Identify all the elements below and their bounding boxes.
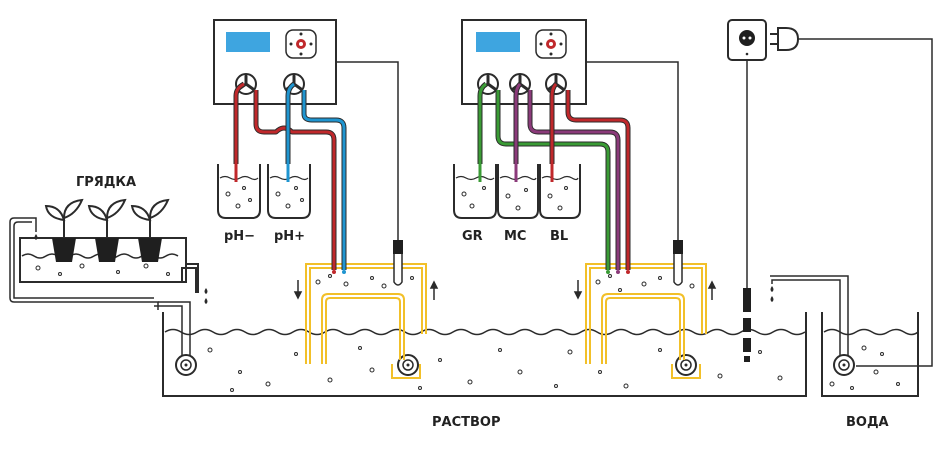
mixing-chamber-2 bbox=[585, 263, 707, 379]
ph-controller-screen bbox=[226, 32, 270, 52]
ph-controller bbox=[213, 19, 337, 105]
plant-pots bbox=[44, 198, 170, 262]
bl-bottle bbox=[539, 164, 581, 219]
ph-controller-dpad-icon[interactable] bbox=[285, 29, 317, 59]
power-socket-icon bbox=[727, 19, 767, 61]
ph-minus-bottle bbox=[217, 164, 261, 219]
nutrient-tubes bbox=[477, 81, 631, 270]
mixing-chamber-1 bbox=[305, 263, 427, 379]
tank-bubbles bbox=[207, 346, 783, 392]
chamber-2-bubbles bbox=[595, 274, 695, 292]
bl-label: BL bbox=[550, 229, 568, 244]
gr-label: GR bbox=[462, 229, 483, 244]
ec-sensor-icon bbox=[673, 240, 683, 286]
nutrient-controller-screen bbox=[476, 32, 520, 52]
flow-arrows bbox=[293, 280, 717, 300]
power-plug-icon bbox=[770, 27, 933, 367]
ph-minus-label: pH− bbox=[224, 229, 255, 244]
nutrient-controller-dpad-icon[interactable] bbox=[535, 29, 567, 59]
chamber-1-bubbles bbox=[315, 274, 414, 289]
pump-garden-icon bbox=[175, 354, 197, 376]
ph-tubes bbox=[233, 81, 347, 270]
solution-tank: РАСТВОР bbox=[154, 301, 807, 430]
gr-bottle bbox=[453, 164, 497, 219]
ph-plus-bottle bbox=[267, 164, 311, 219]
mc-label: MC bbox=[504, 229, 526, 244]
garden-label: ГРЯДКА bbox=[76, 175, 136, 190]
float-switch-icon bbox=[743, 288, 751, 362]
water-pump-icon bbox=[833, 354, 855, 376]
mc-bottle bbox=[497, 164, 539, 219]
solution-label: РАСТВОР bbox=[432, 415, 501, 430]
ph-plus-label: pH+ bbox=[274, 229, 305, 244]
water-label: ВОДА bbox=[846, 415, 889, 430]
ph-sensor-icon bbox=[393, 240, 403, 286]
water-tank: ВОДА bbox=[770, 275, 919, 430]
garden-bed: ГРЯДКА bbox=[9, 175, 208, 370]
